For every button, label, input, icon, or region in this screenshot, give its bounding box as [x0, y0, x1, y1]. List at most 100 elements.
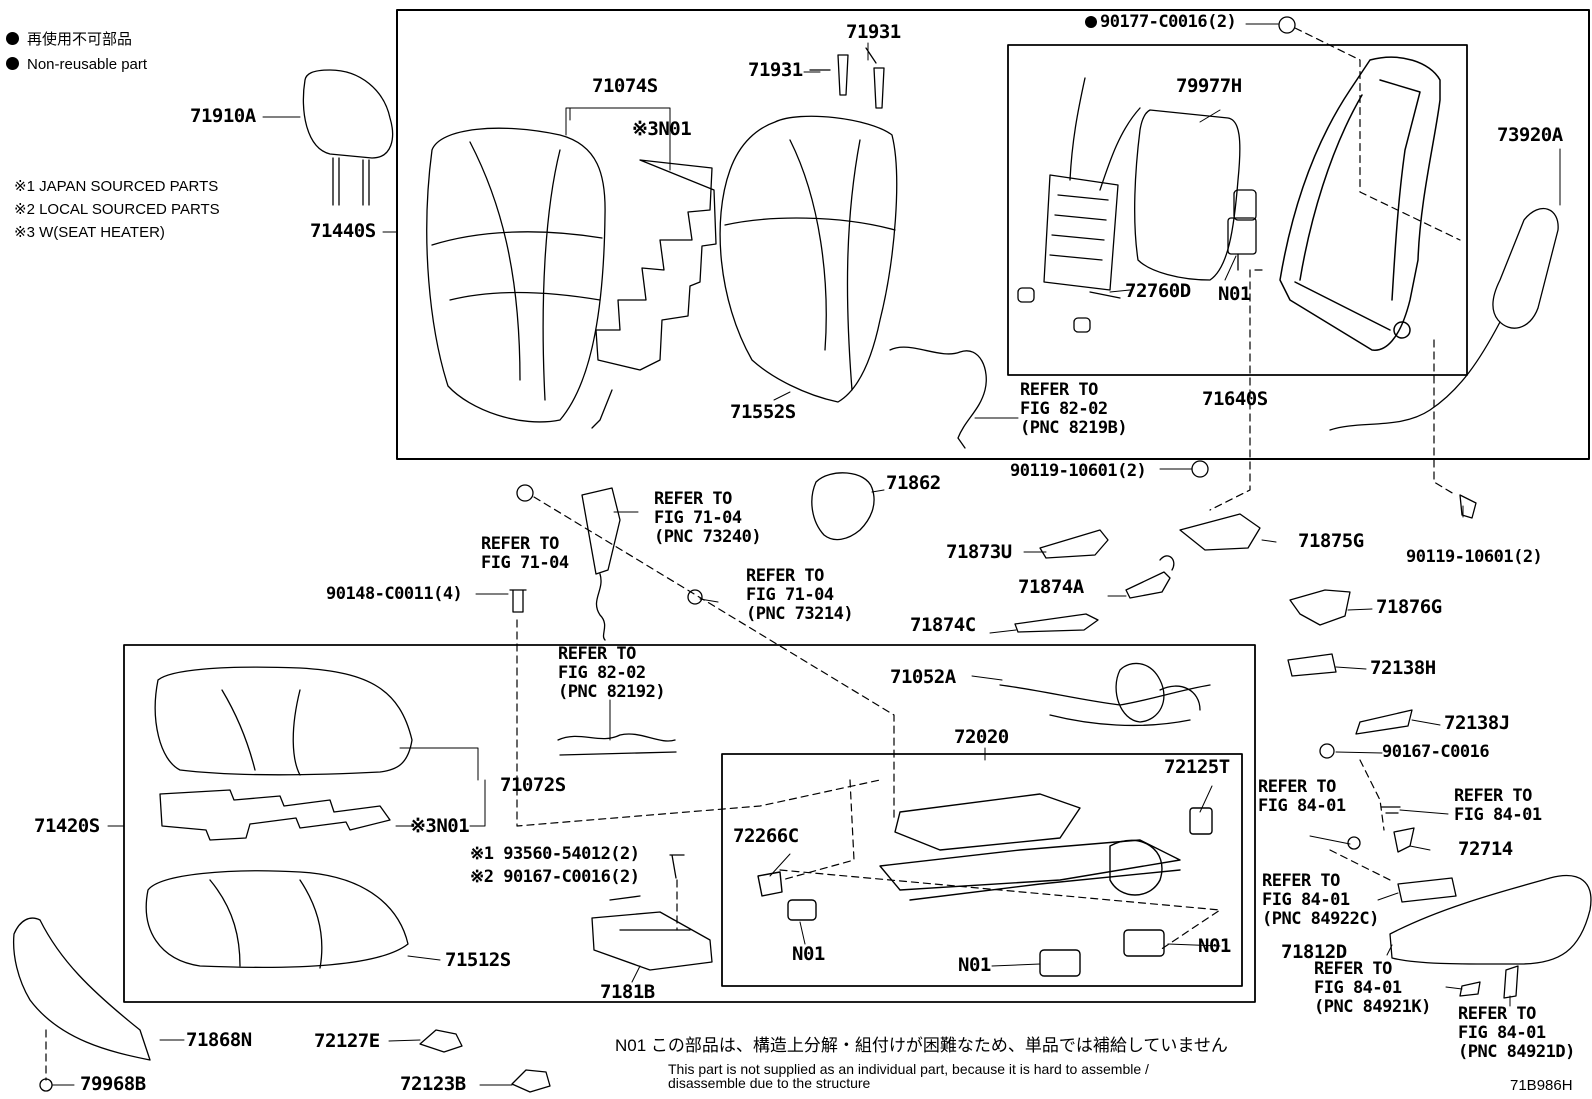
harness-8219B-drawing — [889, 346, 987, 449]
part-label-90119-b: 90119-10601(2) — [1406, 547, 1543, 567]
clip-72123B-drawing — [511, 1069, 551, 1093]
brackets-drawing — [1014, 513, 1519, 999]
footnote-en-line2: disassemble due to the structure — [668, 1075, 871, 1091]
ref-84922C-line3[interactable]: (PNC 84922C) — [1262, 909, 1379, 929]
seatback-group-frame — [396, 9, 1590, 460]
side-shield-drawing — [1389, 874, 1592, 965]
ref-84922C-line1[interactable]: REFER TO — [1262, 871, 1340, 891]
headrest-drawing — [302, 69, 394, 206]
part-label-71640S: 71640S — [1202, 388, 1268, 410]
part-label-71074S: 71074S — [592, 75, 658, 97]
part-label-71440S: 71440S — [310, 220, 376, 242]
legend-note-2: ※2 LOCAL SOURCED PARTS — [14, 201, 220, 218]
part-label-71931-b: 71931 — [846, 21, 901, 43]
ref-8219B-line2[interactable]: FIG 82-02 — [1020, 399, 1108, 419]
part-label-71052A: 71052A — [890, 666, 956, 688]
part-label-n01-lumbar: N01 — [1218, 283, 1251, 305]
part-label-71868N: 71868N — [186, 1029, 252, 1051]
part-label-71512S: 71512S — [445, 949, 511, 971]
seat-adjuster-drawing — [757, 793, 1213, 977]
ref-8219B-line1[interactable]: REFER TO — [1020, 380, 1098, 400]
harness-82192-drawing — [557, 733, 677, 756]
part-label-90167-2: ※2 90167-C0016(2) — [470, 867, 640, 887]
legend-non-reusable-jp: 再使用不可部品 — [6, 32, 132, 47]
ref-8401b-line2[interactable]: FIG 84-01 — [1454, 805, 1542, 825]
ref-8219B-line3[interactable]: (PNC 8219B) — [1020, 418, 1128, 438]
ref-7104-line1[interactable]: REFER TO — [481, 534, 559, 554]
footnote-en-line1: This part is not supplied as an individu… — [668, 1061, 1149, 1077]
figure-id: 71B986H — [1510, 1077, 1573, 1094]
cushion-heater-drawing — [159, 789, 391, 841]
non-reusable-dot-icon — [6, 32, 19, 45]
ref-73214-line3[interactable]: (PNC 73214) — [746, 604, 854, 624]
ref-82192-line3[interactable]: (PNC 82192) — [558, 682, 666, 702]
non-reusable-dot-icon — [1085, 16, 1097, 28]
part-label-90177: 90177-C0016(2) — [1085, 14, 1237, 31]
ref-73240-line3[interactable]: (PNC 73240) — [654, 527, 762, 547]
clip-72127E-drawing — [419, 1029, 463, 1053]
ref-84921D-line1[interactable]: REFER TO — [1458, 1004, 1536, 1024]
side-airbag-drawing — [1329, 208, 1559, 431]
part-label-72266C: 72266C — [733, 825, 799, 847]
part-label-71910A: 71910A — [190, 105, 256, 127]
part-label-71862: 71862 — [886, 472, 941, 494]
ref-84921D-line3[interactable]: (PNC 84921D) — [1458, 1042, 1575, 1062]
ref-73240-line2[interactable]: FIG 71-04 — [654, 508, 742, 528]
ref-7104-line2[interactable]: FIG 71-04 — [481, 553, 569, 573]
footnote-jp: N01 この部品は、構造上分解・組付けが困難なため、単品では補給していません — [615, 1036, 1228, 1055]
part-label-90148: 90148-C0011(4) — [326, 584, 463, 604]
part-label-72125T: 72125T — [1164, 756, 1230, 778]
part-label-n01-heater-back: ※3N01 — [632, 118, 692, 140]
pad-79977H-drawing — [1134, 109, 1241, 281]
part-label-72127E: 72127E — [314, 1030, 380, 1052]
cushion-cover-drawing — [154, 666, 413, 776]
ref-8401b-line1[interactable]: REFER TO — [1454, 786, 1532, 806]
ref-84922C-line2[interactable]: FIG 84-01 — [1262, 890, 1350, 910]
seat-frame-wire-drawing — [999, 662, 1211, 727]
part-label-90119-a: 90119-10601(2) — [1010, 461, 1147, 481]
dashed-assembly-lines — [45, 27, 1461, 1081]
part-label-71812D: 71812D — [1281, 941, 1347, 963]
part-label-71874C: 71874C — [910, 614, 976, 636]
part-label-71931-a: 71931 — [748, 59, 803, 81]
part-label-71874A: 71874A — [1018, 576, 1084, 598]
legend-note-3: ※3 W(SEAT HEATER) — [14, 224, 165, 241]
legend-non-reusable-en: Non-reusable part — [6, 57, 147, 72]
ref-8401a-line1[interactable]: REFER TO — [1258, 777, 1336, 797]
part-label-n01-motor-2: N01 — [958, 954, 991, 976]
part-label-72123B: 72123B — [400, 1073, 466, 1095]
seatback-cover-drawing — [426, 127, 606, 423]
ref-8401a-line2[interactable]: FIG 84-01 — [1258, 796, 1346, 816]
ref-84921K-line3[interactable]: (PNC 84921K) — [1314, 997, 1431, 1017]
clip-79968B-drawing — [39, 1078, 53, 1092]
adjuster-subgroup-frame — [721, 753, 1243, 987]
non-reusable-dot-icon — [6, 57, 19, 70]
cushion-pad-drawing — [145, 870, 409, 969]
ref-84921K-line2[interactable]: FIG 84-01 — [1314, 978, 1402, 998]
part-label-72138J: 72138J — [1444, 712, 1510, 734]
part-label-71873U: 71873U — [946, 541, 1012, 563]
ref-84921D-line2[interactable]: FIG 84-01 — [1458, 1023, 1546, 1043]
seatback-frame-subgroup — [1007, 44, 1468, 376]
ref-82192-line1[interactable]: REFER TO — [558, 644, 636, 664]
ref-84921K-line1[interactable]: REFER TO — [1314, 959, 1392, 979]
part-label-n01-motor-3: N01 — [1198, 935, 1231, 957]
ref-73240-line1[interactable]: REFER TO — [654, 489, 732, 509]
part-label-79968B: 79968B — [80, 1073, 146, 1095]
part-label-71420S: 71420S — [34, 815, 100, 837]
ref-82192-line2[interactable]: FIG 82-02 — [558, 663, 646, 683]
seatback-pad-drawing — [719, 115, 898, 403]
part-label-72760D: 72760D — [1125, 280, 1191, 302]
ref-73214-line1[interactable]: REFER TO — [746, 566, 824, 586]
pins-drawing — [809, 47, 885, 109]
part-label-71876G: 71876G — [1376, 596, 1442, 618]
seat-heater-back-drawing — [591, 159, 717, 429]
part-label-79977H: 79977H — [1176, 75, 1242, 97]
fasteners-drawing — [509, 16, 1477, 879]
pad-71862-drawing — [811, 472, 875, 541]
front-trim-drawing — [12, 917, 151, 1061]
cushion-group-frame — [123, 644, 1256, 1003]
part-label-71072S: 71072S — [500, 774, 566, 796]
ref-73214-line2[interactable]: FIG 71-04 — [746, 585, 834, 605]
